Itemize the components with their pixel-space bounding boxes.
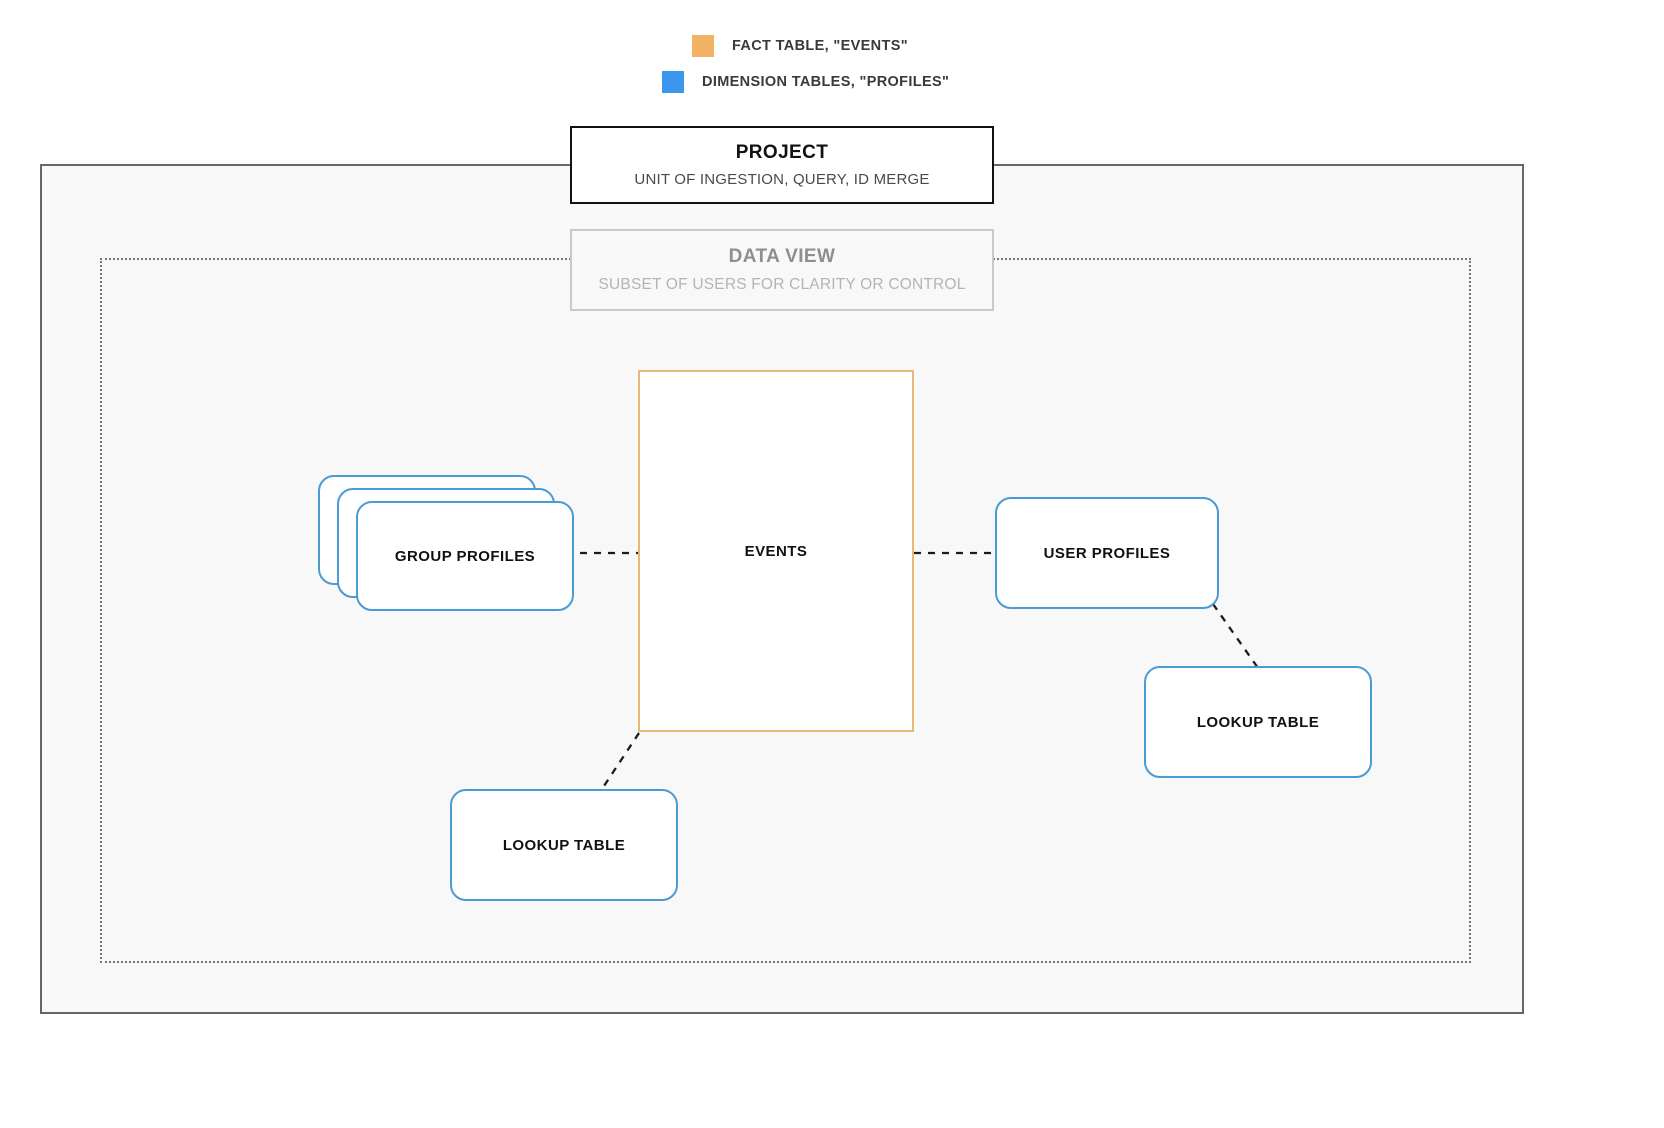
node-events-label: EVENTS	[744, 542, 808, 560]
project-subtitle: UNIT OF INGESTION, QUERY, ID MERGE	[634, 171, 930, 188]
data-view-header-box: DATA VIEW SUBSET OF USERS FOR CLARITY OR…	[570, 229, 994, 311]
node-lookup-table-right: LOOKUP TABLE	[1144, 666, 1372, 778]
node-group-profiles: GROUP PROFILES	[318, 475, 574, 611]
project-header-box: PROJECT UNIT OF INGESTION, QUERY, ID MER…	[570, 126, 994, 204]
legend-item-label: FACT TABLE, "EVENTS"	[732, 38, 908, 54]
node-lookup-table-left: LOOKUP TABLE	[450, 789, 678, 901]
legend-item-fact-table: FACT TABLE, "EVENTS"	[692, 35, 908, 57]
node-events: EVENTS	[638, 370, 914, 732]
node-group-profiles-label: GROUP PROFILES	[394, 547, 536, 565]
legend-item-dimension-tables: DIMENSION TABLES, "PROFILES"	[662, 71, 949, 93]
node-user-profiles: USER PROFILES	[995, 497, 1219, 609]
group-profiles-card-front: GROUP PROFILES	[356, 501, 574, 611]
square-swatch-icon	[692, 35, 714, 57]
node-lookup-table-right-label: LOOKUP TABLE	[1196, 713, 1320, 731]
legend-item-label: DIMENSION TABLES, "PROFILES"	[702, 74, 950, 90]
project-title: PROJECT	[735, 142, 829, 163]
data-view-subtitle: SUBSET OF USERS FOR CLARITY OR CONTROL	[598, 276, 966, 293]
data-view-title: DATA VIEW	[728, 246, 836, 267]
square-swatch-icon	[662, 71, 684, 93]
node-lookup-table-left-label: LOOKUP TABLE	[502, 836, 626, 854]
node-user-profiles-label: USER PROFILES	[1043, 544, 1171, 562]
